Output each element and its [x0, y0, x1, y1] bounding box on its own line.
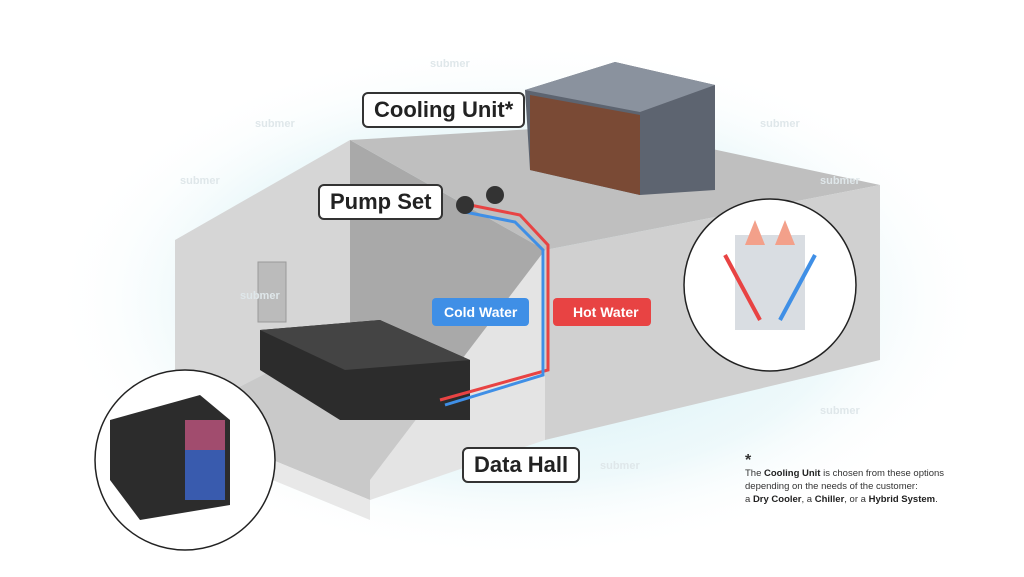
watermark: submer	[255, 118, 295, 130]
note-text: The	[745, 468, 765, 479]
note-text: , a	[801, 494, 815, 505]
tanks-top	[260, 320, 470, 370]
tank-hot-zone	[185, 420, 225, 450]
note-bold: Chiller	[814, 494, 845, 505]
pump-set-label: Pump Set	[318, 184, 444, 220]
pump	[456, 196, 474, 214]
cold-water-tag: Cold Water	[432, 298, 530, 326]
note-text: depending on the needs of the customer:	[745, 481, 918, 492]
cooling-unit-panel	[530, 95, 640, 195]
cooling-unit-label: Cooling Unit*	[362, 92, 526, 128]
data-hall-label: Data Hall	[462, 447, 581, 483]
hot-water-tag: Hot Water	[553, 298, 651, 326]
hot-air-arrow-icon	[745, 220, 795, 245]
note-text: , or a	[844, 494, 869, 505]
watermark: submer	[820, 405, 860, 417]
cooling-unit-note: * The Cooling Unit is chosen from these …	[745, 452, 945, 506]
cold-coil	[778, 254, 817, 321]
note-text: .	[935, 494, 938, 505]
note-bold: Dry Cooler	[752, 494, 802, 505]
cooler-body	[735, 235, 805, 330]
note-asterisk: *	[745, 452, 752, 469]
note-text: is chosen from these options	[820, 468, 945, 479]
watermark: submer	[180, 175, 220, 187]
watermark: submer	[760, 118, 800, 130]
watermark: submer	[430, 58, 470, 70]
pump	[486, 186, 504, 204]
hot-coil	[723, 254, 762, 321]
watermark: submer	[820, 175, 860, 187]
note-text: a	[745, 494, 753, 505]
door	[257, 261, 287, 323]
cold-water-pipe	[444, 210, 545, 407]
note-bold: Hybrid System	[868, 494, 936, 505]
note-bold: Cooling Unit	[764, 468, 821, 479]
watermark: submer	[240, 290, 280, 302]
cooling-unit-top	[525, 62, 715, 112]
watermark: submer	[600, 460, 640, 472]
hot-water-pipe	[439, 203, 550, 402]
